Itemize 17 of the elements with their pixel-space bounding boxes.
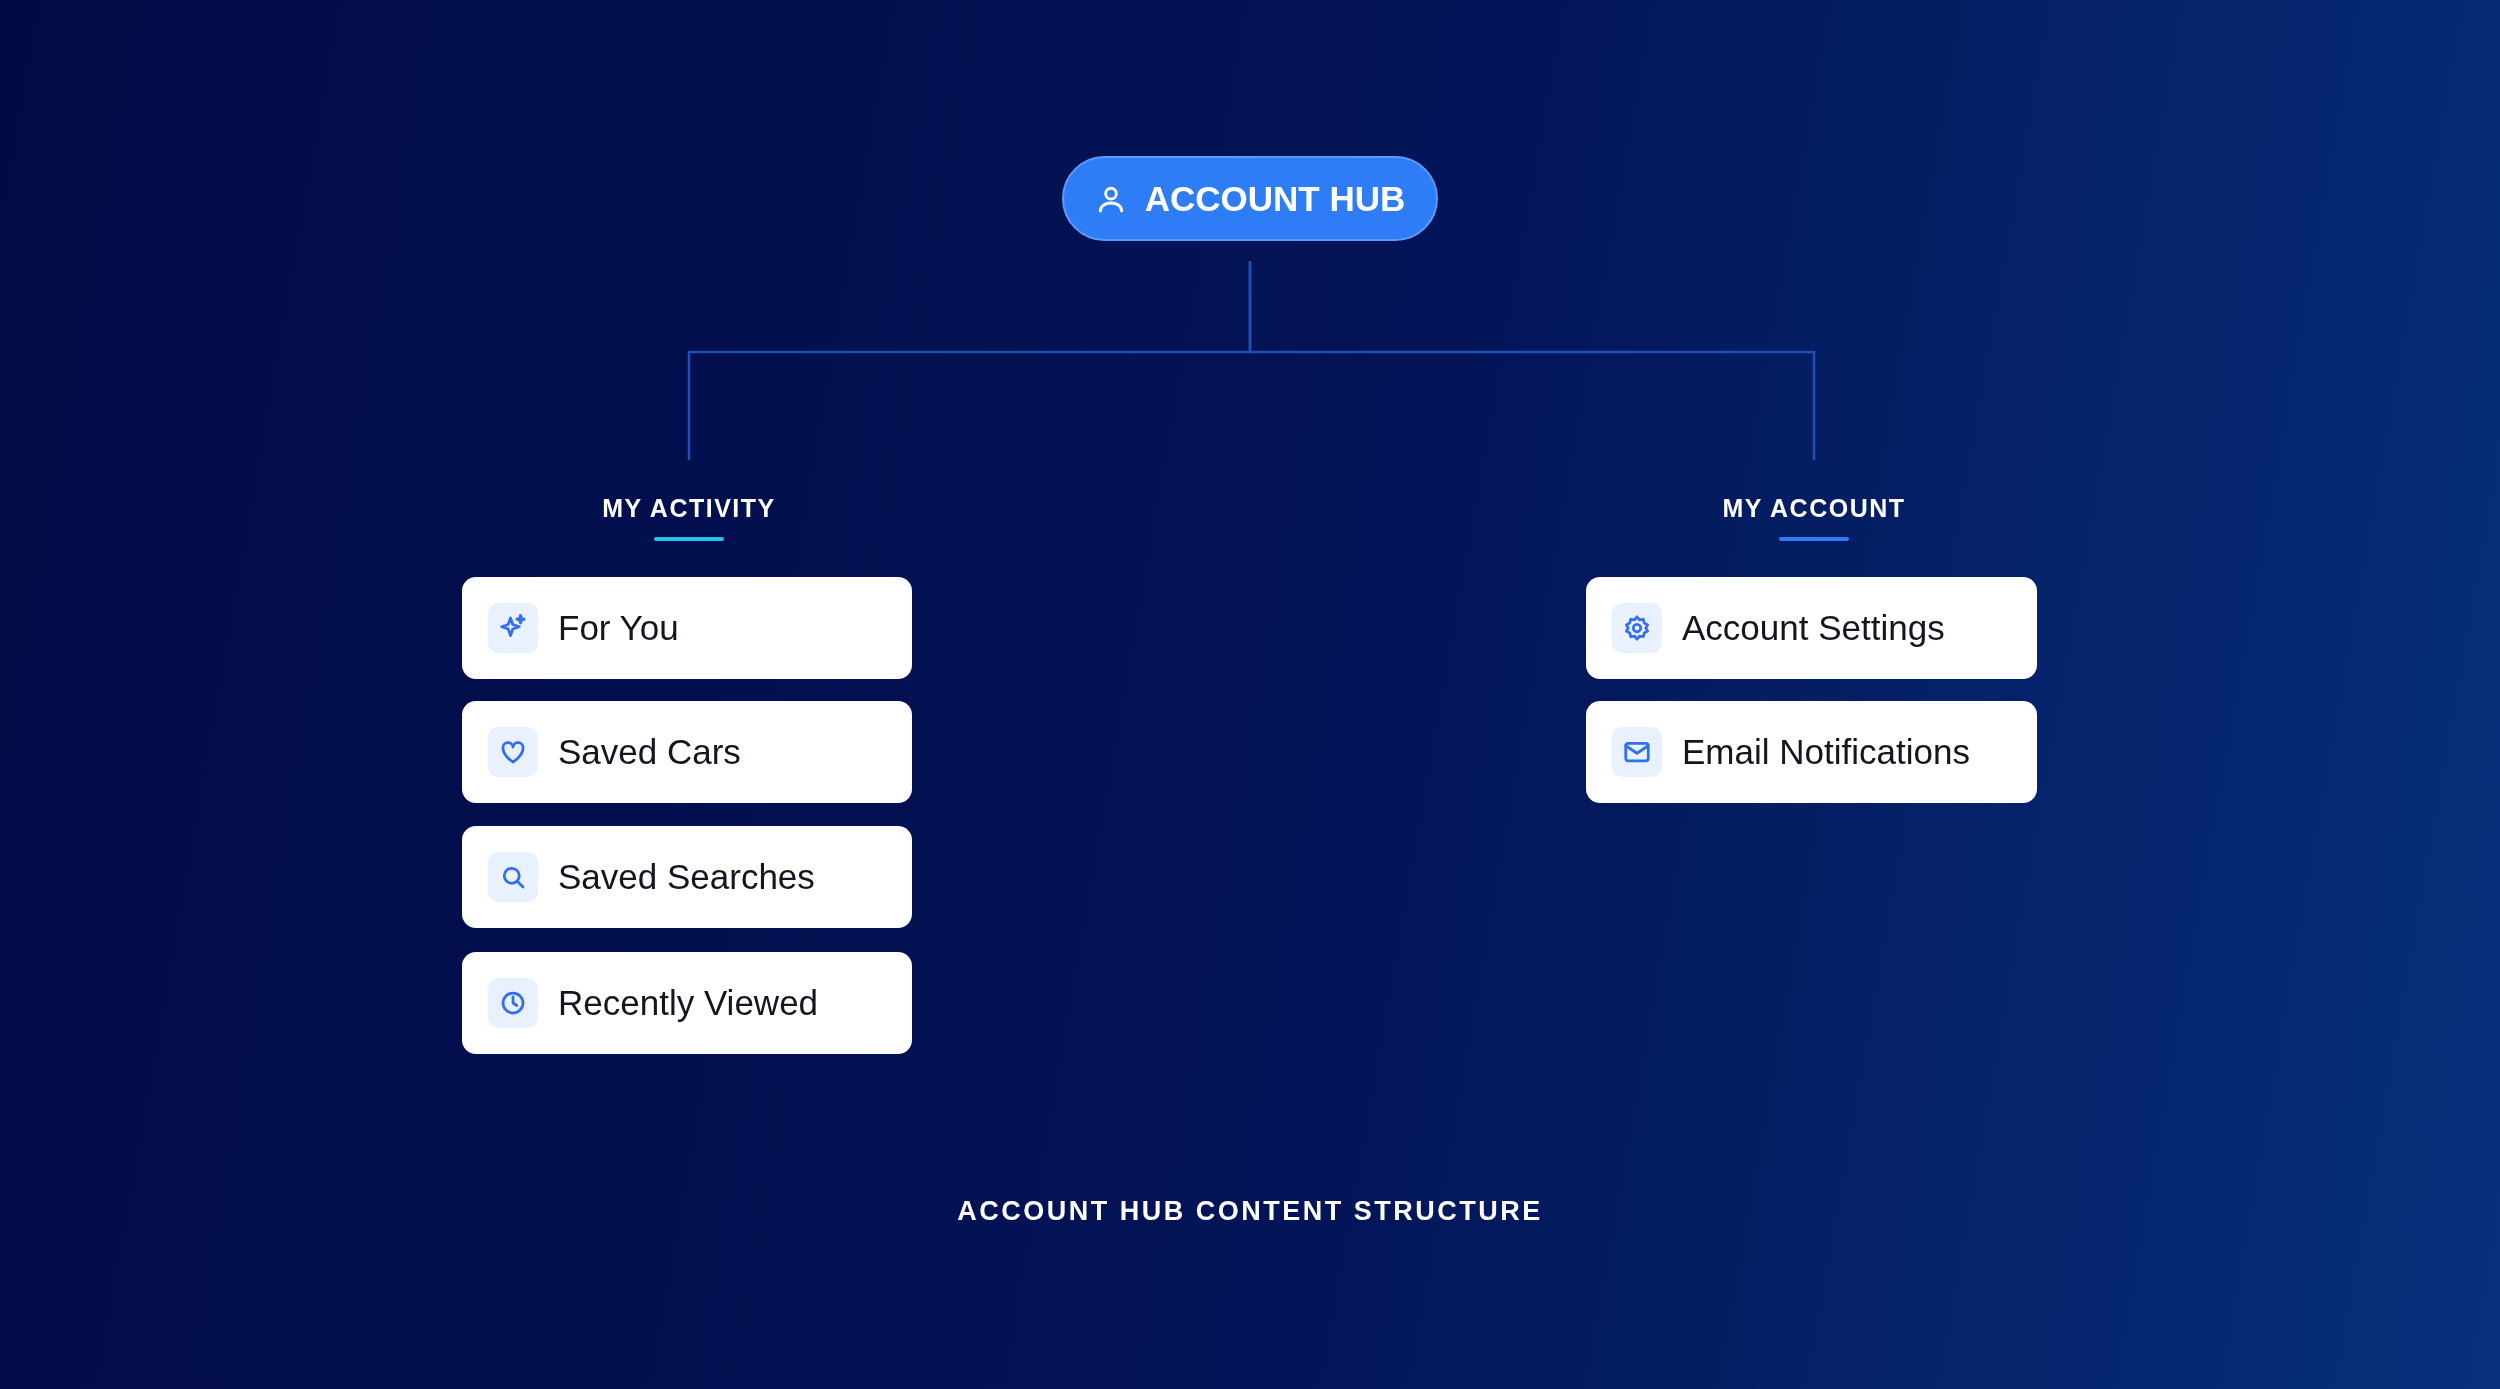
item-label: Recently Viewed [558,983,819,1023]
item-label: Account Settings [1682,608,1945,648]
caption: ACCOUNT HUB CONTENT STRUCTURE [956,1196,1544,1227]
menu-item-card [462,577,912,679]
connector-line [1248,261,1816,460]
item-label: For You [558,608,679,648]
menu-item-card [462,952,912,1054]
menu-item-card [462,701,912,803]
item-label: Saved Searches [558,857,815,897]
hub-label: ACCOUNT HUB [1144,178,1406,219]
menu-item-card [462,826,912,928]
item-label: Email Notifications [1682,732,1970,772]
section-heading: MY ACTIVITY [602,494,776,523]
menu-item-card [1586,701,2037,803]
menu-item-card [1586,577,2037,679]
item-label: Saved Cars [558,732,741,772]
section-heading: MY ACCOUNT [1722,494,1906,523]
